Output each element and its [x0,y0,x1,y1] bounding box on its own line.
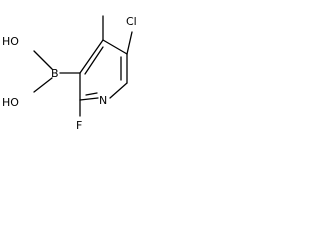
atom-hydroxyl-top: HO [2,35,19,48]
ring-bond-c3-c4 [79,39,104,74]
atom-chlorine: Cl [126,15,137,28]
chemical-structure: HO B HO Cl N F [2,15,137,132]
chlorine-bond [126,31,133,55]
boron-oh-bottom-bond [33,77,53,93]
double-bond-n1-c2 [85,92,98,96]
atom-boron: B [51,67,59,80]
boron-oh-top-bond [33,50,53,70]
atom-fluorine: F [76,119,82,132]
ring-bond-c4-c5 [102,39,128,55]
atom-nitrogen: N [99,94,107,107]
ring-bond-c6-n1 [109,82,128,99]
atom-hydroxyl-bottom: HO [2,96,19,109]
ring-bond-n1-c2 [79,97,99,101]
double-bond-c3-c4 [84,46,104,75]
